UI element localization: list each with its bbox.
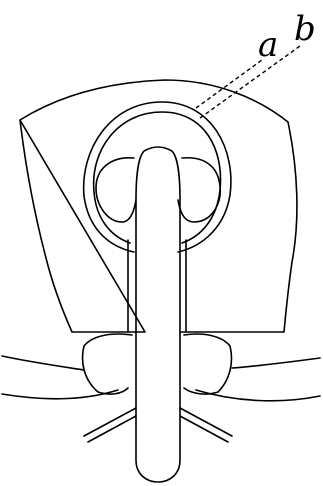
right-lobe	[178, 158, 220, 222]
left-lower-flap	[83, 334, 132, 394]
leader-line-b	[200, 46, 300, 118]
label-a: a	[258, 25, 278, 65]
left-lobe	[96, 158, 136, 222]
outer-plate-outline	[20, 80, 297, 332]
label-b: b	[294, 9, 316, 49]
right-thin-line-1	[180, 408, 232, 436]
left-appendage-lower	[2, 390, 118, 399]
right-appendage-upper	[232, 358, 320, 368]
inner-ring-b	[94, 112, 221, 243]
left-appendage-upper	[2, 356, 84, 370]
left-thin-line-2	[88, 416, 136, 442]
outer-ring-a	[84, 102, 231, 252]
right-appendage-lower	[196, 390, 320, 401]
right-lower-flap	[184, 334, 232, 394]
left-thin-line-1	[84, 408, 136, 436]
central-stalk	[136, 147, 180, 482]
right-thin-line-2	[180, 416, 228, 442]
